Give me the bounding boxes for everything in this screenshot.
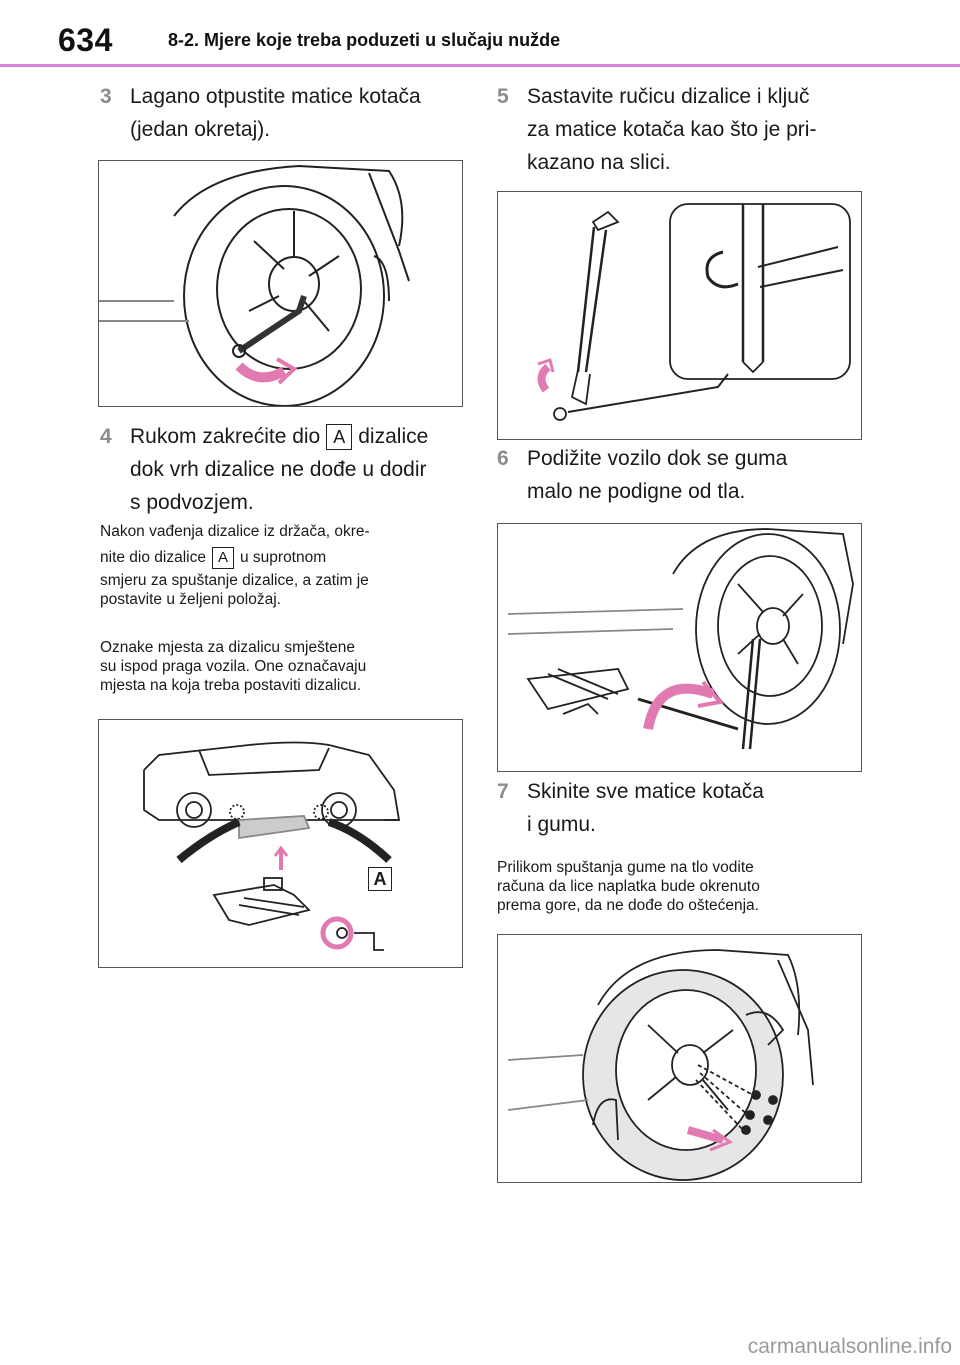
note-line: Oznake mjesta za dizalicu smještene	[100, 639, 356, 656]
step-text-line: Lagano otpustite matice kotača	[130, 85, 421, 108]
tire-remove-illustration	[497, 934, 862, 1183]
note-tire-placement: Prilikom spuštanja gume na tlo vodite ra…	[497, 858, 877, 915]
jack-handle-assembly-illustration	[497, 191, 862, 440]
note-line: smjeru za spuštanje dizalice, a zatim je	[100, 572, 369, 589]
step-number: 7	[497, 780, 509, 803]
step-text-line: (jedan okretaj).	[130, 118, 271, 141]
step-text-line: kazano na slici.	[527, 151, 671, 174]
note-line: Prilikom spuštanja gume na tlo vodite	[497, 859, 754, 876]
step-text-line: i gumu.	[527, 813, 596, 836]
watermark: carmanualsonline.info	[747, 1335, 952, 1358]
note-line: postavite u željeni položaj.	[100, 591, 281, 608]
step-text-line: Sastavite ručicu dizalice i ključ	[527, 85, 810, 108]
step-5: 5 Sastavite ručicu dizalice i ključ za m…	[497, 80, 877, 179]
step-number: 4	[100, 425, 112, 448]
page-number: 634	[58, 22, 113, 58]
part-a-label: A	[368, 867, 392, 891]
step-text-line: dok vrh dizalice ne dođe u dodir	[130, 458, 427, 481]
header-divider	[0, 64, 960, 67]
page-header: 634 8-2. Mjere koje treba poduzeti u slu…	[0, 0, 960, 67]
tire-loosen-illustration	[98, 160, 463, 407]
jack-points-illustration: A	[98, 719, 463, 968]
note-jack-removal: Nakon vađenja dizalice iz držača, okre- …	[100, 522, 460, 609]
step-text-line: za matice kotača kao što je pri-	[527, 118, 817, 141]
chapter-title: 8-2. Mjere koje treba poduzeti u slučaju…	[168, 30, 561, 50]
note-line: su ispod praga vozila. One označavaju	[100, 658, 367, 675]
note-text: u suprotnom	[239, 549, 327, 567]
note-line: računa da lice naplatka bude okrenuto	[497, 878, 760, 895]
step-text-line: malo ne podigne od tla.	[527, 480, 746, 503]
part-a-badge: A	[211, 547, 234, 569]
step-number: 3	[100, 85, 112, 108]
step-text-line: s podvozjem.	[130, 491, 254, 514]
step-number: 5	[497, 85, 509, 108]
step-text-line: Skinite sve matice kotača	[527, 780, 764, 803]
note-line: prema gore, da ne dođe do oštećenja.	[497, 897, 759, 914]
step-number: 6	[497, 447, 509, 470]
step-7: 7 Skinite sve matice kotača i gumu.	[497, 775, 877, 841]
note-line: mjesta na koja treba postaviti dizalicu.	[100, 677, 362, 694]
step-6: 6 Podižite vozilo dok se guma malo ne po…	[497, 442, 877, 508]
step-text: Rukom zakrećite dio	[130, 425, 321, 448]
note-jack-points: Oznake mjesta za dizalicu smještene su i…	[100, 638, 460, 695]
jack-raise-illustration	[497, 523, 862, 772]
part-a-badge: A	[326, 424, 353, 451]
note-text: nite dio dizalice	[100, 549, 206, 567]
step-3: 3 Lagano otpustite matice kotača (jedan …	[100, 80, 460, 146]
step-text-line: Podižite vozilo dok se guma	[527, 447, 788, 470]
step-text: dizalice	[358, 425, 429, 448]
note-line: Nakon vađenja dizalice iz držača, okre-	[100, 523, 370, 540]
